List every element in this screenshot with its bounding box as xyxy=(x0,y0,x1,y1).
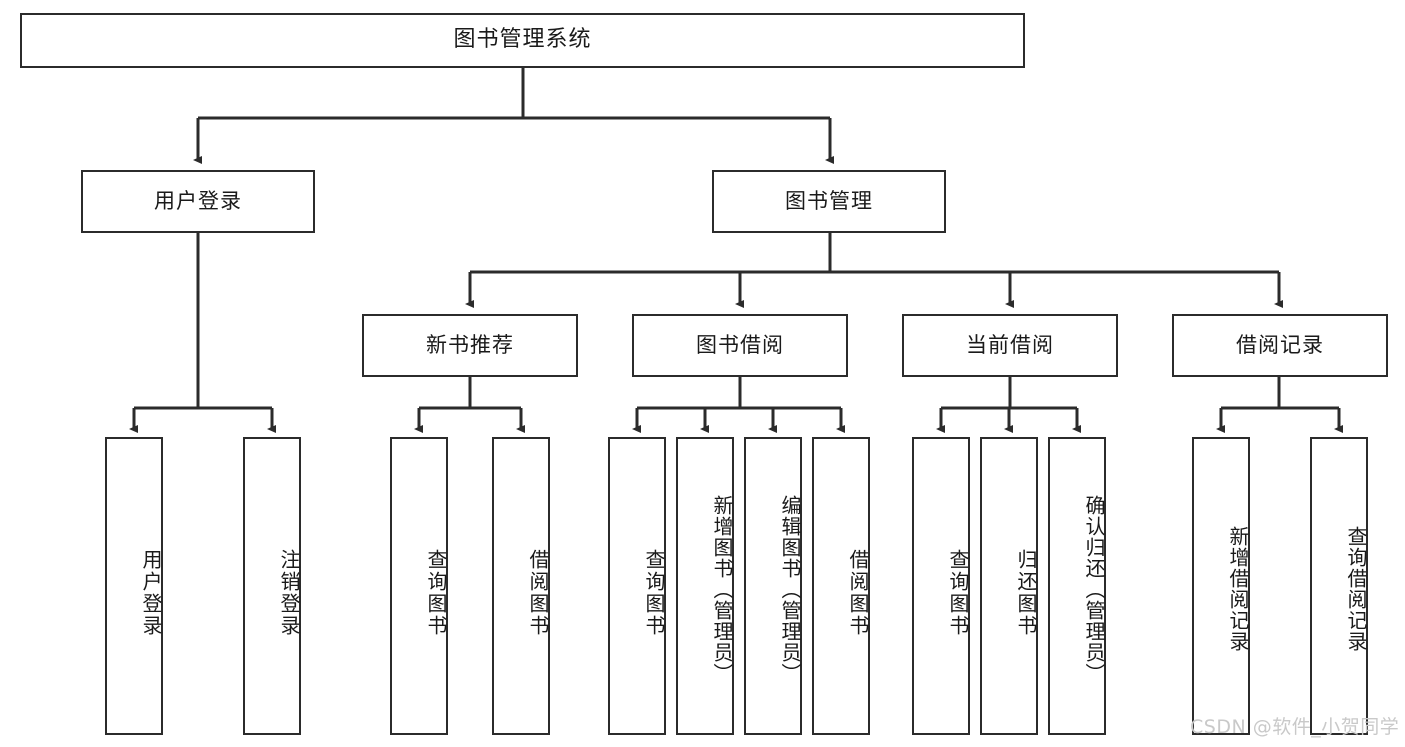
node-current-borrow[interactable]: 当前借阅 xyxy=(902,314,1118,377)
leaf-query-borrow-record[interactable]: 查询借阅记录 xyxy=(1310,437,1368,735)
leaf-confirm-return-admin[interactable]: 确认归还（管理员） xyxy=(1048,437,1106,735)
leaf-add-borrow-record[interactable]: 新增借阅记录 xyxy=(1192,437,1250,735)
node-book-manage[interactable]: 图书管理 xyxy=(712,170,946,233)
leaf-query-book-1-label: 查询图书 xyxy=(424,549,448,637)
node-new-book-recommend[interactable]: 新书推荐 xyxy=(362,314,578,377)
leaf-return-book[interactable]: 归还图书 xyxy=(980,437,1038,735)
leaf-add-book-admin-label: 新增图书（管理员） xyxy=(710,494,734,684)
leaf-borrow-book-1[interactable]: 借阅图书 xyxy=(492,437,550,735)
leaf-add-borrow-record-label: 新增借阅记录 xyxy=(1226,526,1250,652)
node-user-login-label: 用户登录 xyxy=(154,188,242,213)
leaf-borrow-book-2-label: 借阅图书 xyxy=(846,549,870,637)
leaf-user-login-label: 用户登录 xyxy=(139,549,163,637)
leaf-borrow-book-1-label: 借阅图书 xyxy=(526,549,550,637)
leaf-user-logout[interactable]: 注销登录 xyxy=(243,437,301,735)
leaf-return-book-label: 归还图书 xyxy=(1014,549,1038,637)
csdn-watermark: CSDN @软件_小贺同学 xyxy=(1190,716,1400,738)
node-new-book-recommend-label: 新书推荐 xyxy=(426,332,514,357)
leaf-query-book-2[interactable]: 查询图书 xyxy=(608,437,666,735)
node-borrow-record[interactable]: 借阅记录 xyxy=(1172,314,1388,377)
leaf-user-logout-label: 注销登录 xyxy=(277,549,301,637)
leaf-edit-book-admin-label: 编辑图书（管理员） xyxy=(778,494,802,684)
node-user-login[interactable]: 用户登录 xyxy=(81,170,315,233)
node-current-borrow-label: 当前借阅 xyxy=(966,332,1054,357)
leaf-query-book-2-label: 查询图书 xyxy=(642,549,666,637)
node-book-manage-label: 图书管理 xyxy=(785,188,873,213)
leaf-confirm-return-admin-label: 确认归还（管理员） xyxy=(1082,494,1106,684)
node-book-borrow[interactable]: 图书借阅 xyxy=(632,314,848,377)
leaf-add-book-admin[interactable]: 新增图书（管理员） xyxy=(676,437,734,735)
leaf-borrow-book-2[interactable]: 借阅图书 xyxy=(812,437,870,735)
leaf-query-book-3-label: 查询图书 xyxy=(946,549,970,637)
node-root-label: 图书管理系统 xyxy=(453,27,592,53)
node-root[interactable]: 图书管理系统 xyxy=(20,13,1025,68)
leaf-query-book-1[interactable]: 查询图书 xyxy=(390,437,448,735)
node-borrow-record-label: 借阅记录 xyxy=(1236,332,1324,357)
leaf-user-login[interactable]: 用户登录 xyxy=(105,437,163,735)
leaf-query-borrow-record-label: 查询借阅记录 xyxy=(1344,526,1368,652)
leaf-query-book-3[interactable]: 查询图书 xyxy=(912,437,970,735)
leaf-edit-book-admin[interactable]: 编辑图书（管理员） xyxy=(744,437,802,735)
node-book-borrow-label: 图书借阅 xyxy=(696,332,784,357)
